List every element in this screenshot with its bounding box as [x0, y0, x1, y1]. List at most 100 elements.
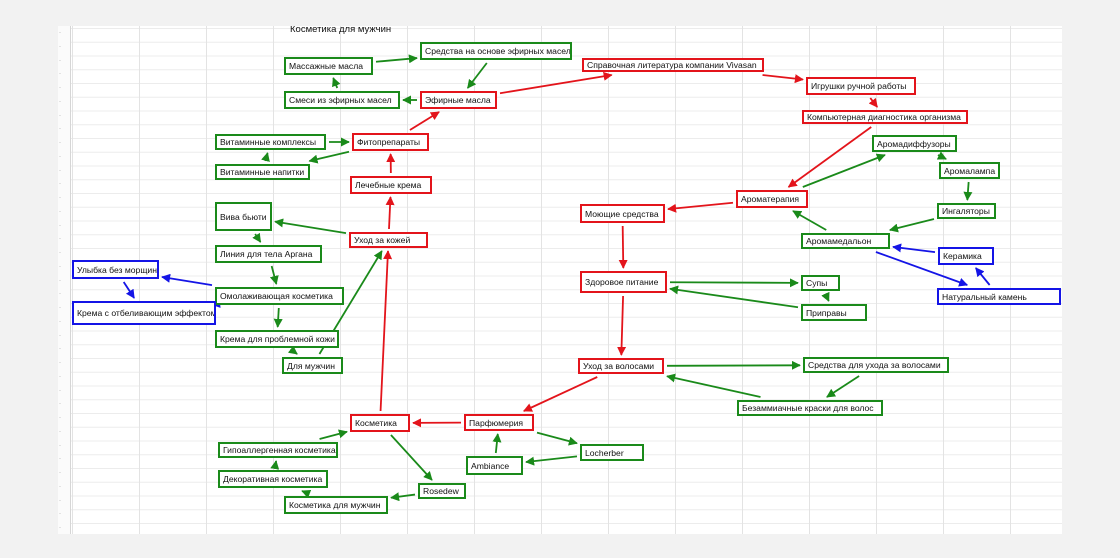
node-krema-otbel: Крема с отбеливающим эффектом: [72, 301, 216, 325]
edge-locherber-to-ambiance: [525, 455, 578, 466]
edge-gipoallerg-to-kosmetika: [319, 429, 348, 440]
row-number: ·: [59, 98, 61, 105]
node-moyushchie: Моющие средства: [580, 204, 665, 223]
row-header: ·····································: [58, 26, 71, 534]
node-naturalny: Натуральный камень: [937, 288, 1061, 305]
node-ukhod-volosy: Уход за волосами: [578, 358, 664, 374]
edge-vitaminnye-n-to-vitaminnye-k: [261, 152, 270, 162]
edge-aromadiff-to-aromalampa: [936, 151, 947, 160]
edge-fitopreparaty-to-vitaminnye-n: [308, 150, 350, 164]
row-number: ·: [59, 442, 61, 449]
edge-smesi-to-massazhnye: [332, 77, 341, 89]
node-gipoallerg: Гипоаллергенная косметика: [218, 442, 338, 458]
edge-omolazh-to-ulybka: [161, 273, 213, 286]
node-vivabyuti: Вива бьюти: [215, 202, 272, 231]
node-ambiance: Ambiance: [466, 456, 523, 475]
row-number: ·: [59, 167, 61, 174]
row-number: ·: [59, 236, 61, 243]
row-number: ·: [59, 483, 61, 490]
edge-vivabyuti-to-liniya: [252, 232, 262, 243]
node-kosm-muzh: Косметика для мужчин: [284, 496, 388, 514]
node-aromalampa: Аромалампа: [939, 162, 1000, 179]
node-spravochnaya: Справочная литература компании Vivasan: [582, 58, 764, 72]
edge-sredstva-volosy-to-bezammiach: [826, 375, 860, 398]
row-number: ·: [59, 112, 61, 119]
row-number: ·: [59, 30, 61, 36]
node-dekorativ: Декоративная косметика: [218, 470, 328, 488]
node-liniya: Линия для тела Аргана: [215, 245, 322, 263]
row-number: ·: [59, 140, 61, 146]
node-ukhod-kozha: Уход за кожей: [349, 232, 428, 248]
edge-ingalyatory-to-aromamedalon: [888, 218, 935, 233]
row-number: ·: [59, 222, 61, 229]
node-efirnye: Эфирные масла: [420, 91, 497, 109]
edge-spravochnaya-to-igrushki: [762, 74, 804, 84]
edge-massazhnye-to-sredstva-efir: [375, 54, 418, 64]
row-number: ·: [59, 43, 61, 50]
edge-aromaterapiya-to-aromadiff: [802, 153, 886, 188]
edge-omolazh-to-krema-probl: [273, 307, 283, 328]
row-number: ·: [59, 305, 61, 311]
node-aromamedalon: Аромамедальон: [801, 233, 890, 249]
edge-zdorovoe-to-ukhod-volosy: [617, 295, 627, 356]
row-number: ·: [59, 71, 61, 78]
edge-aromamedalon-to-aromaterapiya: [792, 210, 827, 231]
row-number: ·: [59, 181, 61, 188]
edge-rosedew-to-kosm-muzh: [390, 492, 416, 502]
row-number: ·: [59, 318, 61, 325]
row-number: ·: [59, 263, 61, 270]
row-number: ·: [59, 497, 61, 504]
node-parfyumeriya: Парфюмерия: [464, 414, 534, 431]
node-fitopreparaty: Фитопрепараты: [352, 133, 429, 151]
edge-zdorovoe-to-supy: [669, 278, 799, 288]
edge-naturalny-to-keramika: [975, 267, 991, 286]
row-number: ·: [59, 387, 61, 394]
node-keramika: Керамика: [938, 247, 994, 265]
row-number: ·: [59, 470, 61, 476]
row-number: ·: [59, 346, 61, 353]
edge-aromamedalon-to-naturalny: [875, 251, 969, 287]
edge-efirnye-to-spravochnaya: [499, 71, 613, 95]
edge-fitopreparaty-to-efirnye: [409, 111, 440, 131]
edge-kosmetika-to-ukhod-kozha: [379, 250, 393, 412]
row-number: ·: [59, 57, 61, 64]
node-supy: Супы: [801, 275, 840, 291]
node-omolazh: Омолаживающая косметика: [215, 287, 344, 305]
node-zdorovoe: Здоровое питание: [580, 271, 667, 293]
spreadsheet-sheet: ····································· Ко…: [58, 26, 1062, 534]
row-number: ·: [59, 85, 61, 91]
edge-ambiance-to-parfyumeriya: [492, 433, 502, 454]
node-rosedew: Rosedew: [418, 483, 466, 499]
diagram-links: [122, 54, 991, 502]
row-number: ·: [59, 208, 61, 215]
row-number: ·: [59, 525, 61, 531]
edge-ulybka-to-krema-otbel: [122, 281, 135, 299]
edge-aromaterapiya-to-moyushchie: [667, 201, 734, 213]
row-number: ·: [59, 195, 61, 201]
node-lechebnye: Лечебные крема: [350, 176, 432, 194]
row-number: ·: [59, 415, 61, 421]
row-number: ·: [59, 291, 61, 298]
node-dlya-muzh: Для мужчин: [282, 357, 343, 374]
row-number: ·: [59, 332, 61, 339]
edge-keramika-to-aromamedalon: [892, 243, 936, 254]
row-number: ·: [59, 153, 61, 160]
node-massazhnye: Массажные масла: [284, 57, 373, 75]
node-kosmetika: Косметика: [350, 414, 410, 432]
node-vitaminnye-n: Витаминные напитки: [215, 164, 310, 180]
row-number: ·: [59, 126, 61, 133]
row-number: ·: [59, 401, 61, 408]
node-pripravy: Приправы: [801, 304, 867, 321]
edge-moyushchie-to-zdorovoe: [618, 225, 628, 269]
node-locherber: Locherber: [580, 444, 644, 461]
node-bezammiach: Безаммиачные краски для волос: [737, 400, 883, 416]
row-number: ·: [59, 511, 61, 518]
edge-pripravy-to-zdorovoe: [669, 285, 799, 309]
row-number: ·: [59, 428, 61, 435]
edge-parfyumeriya-to-locherber: [536, 431, 578, 446]
edge-sredstva-efir-to-efirnye: [466, 62, 488, 89]
edge-liniya-to-omolazh: [269, 265, 279, 285]
node-komp-diag: Компьютерная диагностика организма: [802, 110, 968, 124]
node-aromaterapiya: Ароматерапия: [736, 190, 808, 208]
node-ingalyatory: Ингаляторы: [937, 203, 996, 219]
